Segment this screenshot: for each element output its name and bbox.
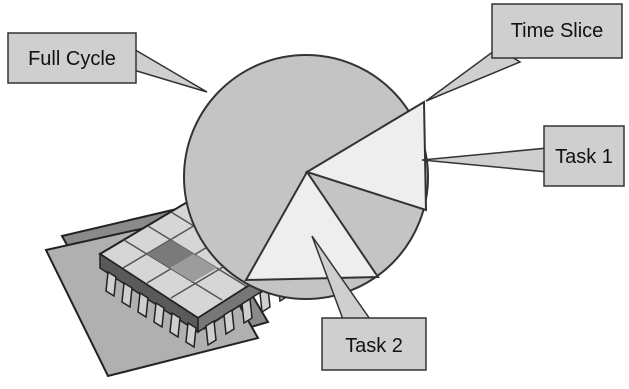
time-slice-label: Time Slice <box>511 20 604 42</box>
full-cycle-label: Full Cycle <box>28 48 116 70</box>
time-slice-callout: Time Slice <box>425 3 623 102</box>
full-cycle-callout: Full Cycle <box>7 32 208 93</box>
task-1-callout: Task 1 <box>421 125 625 187</box>
task-2-callout: Task 2 <box>311 235 427 371</box>
task-1-label: Task 1 <box>555 146 613 168</box>
task-2-slice <box>244 170 380 282</box>
microchip-icon <box>44 196 298 378</box>
task-1-slice <box>304 100 428 212</box>
task-2-label: Task 2 <box>345 335 403 357</box>
